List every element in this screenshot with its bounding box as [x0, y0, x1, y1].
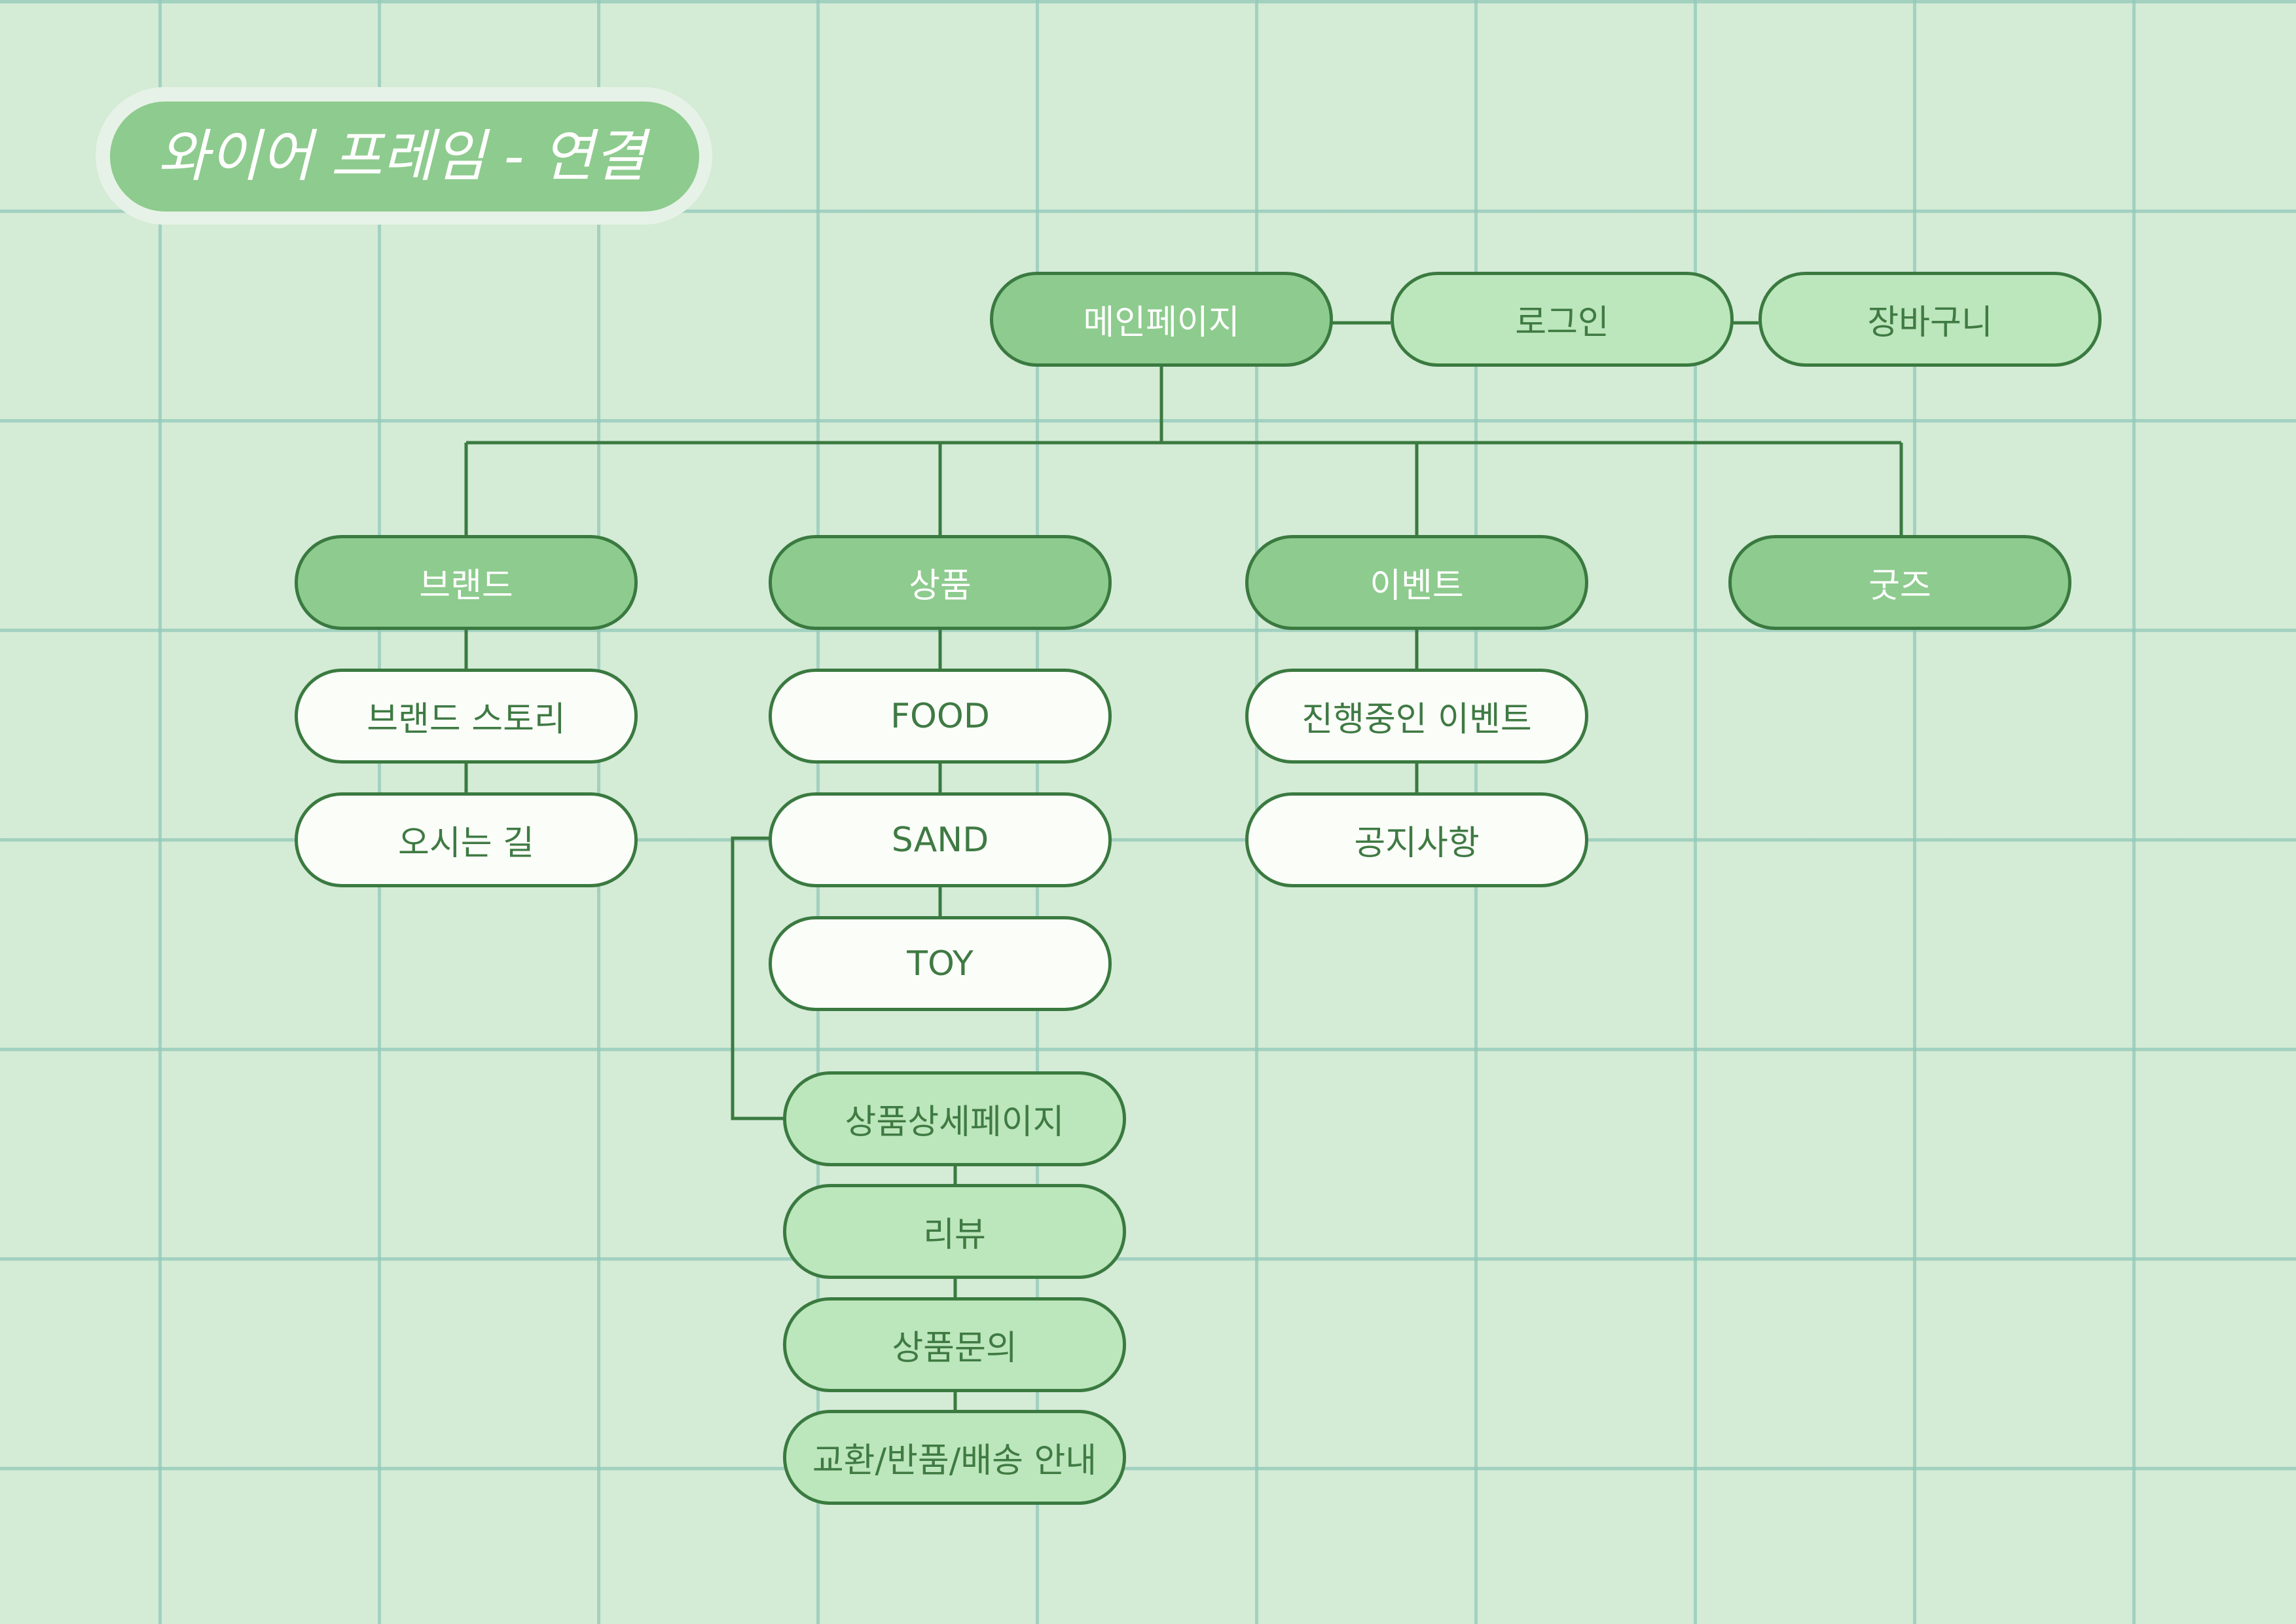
node-directions: 오시는 길 — [295, 792, 638, 887]
page-title: 와이어 프레임 - 연결 — [110, 101, 699, 212]
node-product-inquiry: 상품문의 — [783, 1297, 1126, 1392]
node-food: FOOD — [769, 669, 1112, 764]
node-review: 리뷰 — [783, 1184, 1126, 1279]
node-toy: TOY — [769, 916, 1112, 1011]
node-sand: SAND — [769, 792, 1112, 887]
node-login: 로그인 — [1391, 272, 1734, 367]
node-notice: 공지사항 — [1245, 792, 1588, 887]
node-event: 이벤트 — [1245, 535, 1588, 630]
node-brand: 브랜드 — [295, 535, 638, 630]
node-exchange-info: 교환/반품/배송 안내 — [783, 1410, 1126, 1505]
node-main-page: 메인페이지 — [990, 272, 1333, 367]
node-product: 상품 — [769, 535, 1112, 630]
node-goods: 굿즈 — [1728, 535, 2071, 630]
node-brand-story: 브랜드 스토리 — [295, 669, 638, 764]
node-ongoing-event: 진행중인 이벤트 — [1245, 669, 1588, 764]
node-cart: 장바구니 — [1758, 272, 2102, 367]
node-product-detail: 상품상세페이지 — [783, 1071, 1126, 1166]
edge-sand-detail — [731, 836, 784, 1120]
